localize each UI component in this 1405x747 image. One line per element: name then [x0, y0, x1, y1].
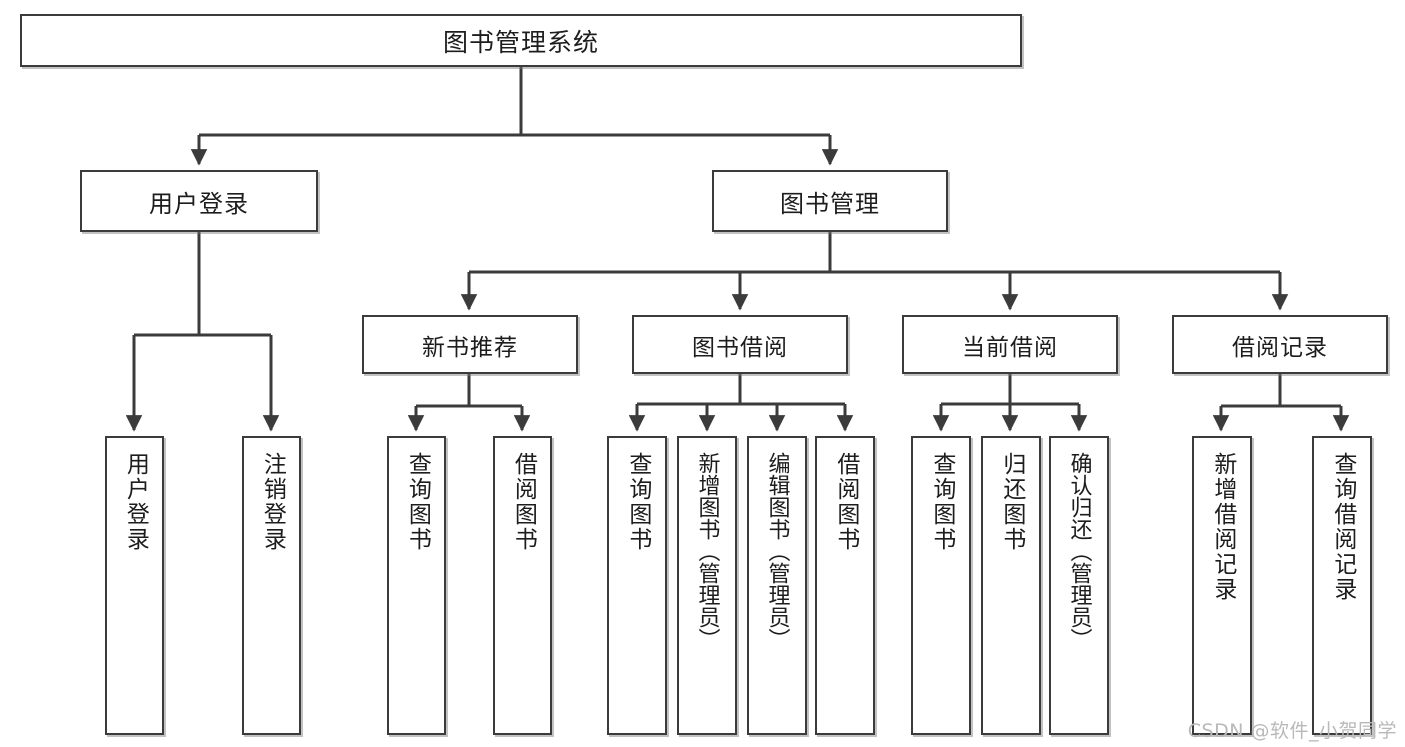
node-label: 借阅图书	[510, 452, 537, 552]
node-label: 用户登录	[149, 189, 249, 218]
node-leaf-borrow-book-newbook[interactable]: 借阅图书	[493, 436, 552, 735]
node-label: 归还图书	[998, 452, 1025, 552]
node-label: 图书借阅	[692, 334, 788, 361]
node-leaf-borrow-book[interactable]: 借阅图书	[815, 436, 875, 735]
node-book-management-system[interactable]: 图书管理系统	[20, 14, 1022, 67]
node-leaf-query-borrow-record[interactable]: 查询借阅记录	[1312, 436, 1372, 735]
node-current-borrow[interactable]: 当前借阅	[902, 315, 1118, 374]
csdn-watermark: CSDN @软件_小贺同学	[1187, 720, 1397, 742]
node-label: 查询图书	[624, 452, 651, 552]
node-leaf-add-borrow-record[interactable]: 新增借阅记录	[1192, 436, 1252, 735]
node-leaf-return-book[interactable]: 归还图书	[981, 436, 1041, 735]
node-leaf-query-book-newbook[interactable]: 查询图书	[387, 436, 446, 735]
node-leaf-user-login[interactable]: 用户登录	[105, 436, 164, 735]
node-borrow-record[interactable]: 借阅记录	[1172, 315, 1388, 374]
node-leaf-query-book-borrow[interactable]: 查询图书	[607, 436, 667, 735]
node-user-login[interactable]: 用户登录	[80, 170, 318, 232]
node-new-book-recommend[interactable]: 新书推荐	[362, 315, 578, 374]
node-book-management[interactable]: 图书管理	[712, 170, 948, 232]
node-label: 注销登录	[259, 452, 286, 552]
node-label: 图书管理系统	[442, 27, 599, 57]
node-book-borrow[interactable]: 图书借阅	[632, 315, 848, 374]
node-label: 新增借阅记录	[1209, 452, 1236, 602]
node-leaf-add-book-admin[interactable]: 新增图书（管理员）	[677, 436, 737, 735]
node-label: 新书推荐	[422, 334, 518, 361]
node-label: 查询图书	[928, 452, 955, 552]
node-label: 编辑图书（管理员）	[764, 452, 790, 650]
node-label: 查询图书	[404, 452, 431, 552]
node-label: 新增图书（管理员）	[694, 452, 720, 650]
node-label: 确认归还（管理员）	[1066, 452, 1092, 650]
node-label: 图书管理	[780, 189, 880, 218]
node-label: 查询借阅记录	[1329, 452, 1356, 602]
node-label: 当前借阅	[962, 334, 1058, 361]
node-label: 借阅图书	[832, 452, 859, 552]
node-leaf-logout[interactable]: 注销登录	[242, 436, 301, 735]
node-leaf-query-book-current[interactable]: 查询图书	[911, 436, 971, 735]
node-leaf-edit-book-admin[interactable]: 编辑图书（管理员）	[747, 436, 807, 735]
node-leaf-confirm-return-admin[interactable]: 确认归还（管理员）	[1049, 436, 1109, 735]
node-label: 用户登录	[122, 452, 149, 552]
node-label: 借阅记录	[1232, 334, 1328, 361]
